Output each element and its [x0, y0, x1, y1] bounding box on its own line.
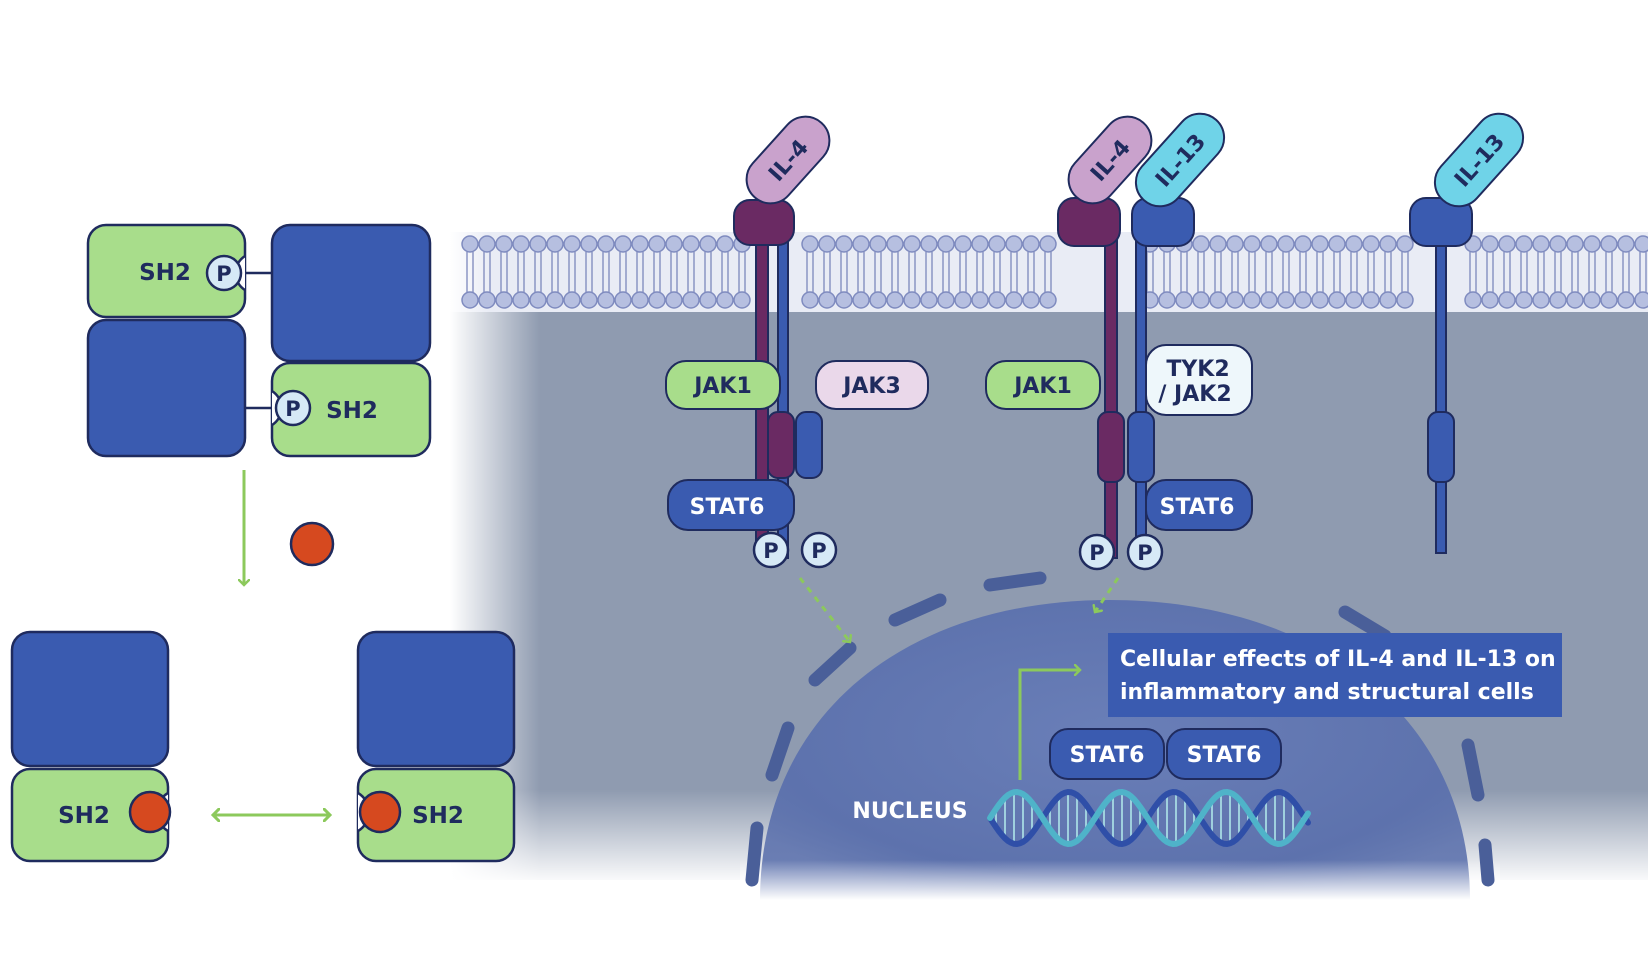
- il4-ligand: IL-4: [745, 115, 831, 205]
- activation-arrows: [798, 577, 1120, 642]
- sh2-label: SH2: [326, 398, 378, 424]
- inhibitor-molecule: [289, 521, 335, 567]
- phospho-site: [1126, 533, 1164, 571]
- phospho-label: P: [1089, 541, 1104, 565]
- il4r-alpha-chain: [1104, 227, 1118, 559]
- phospho-site: [752, 531, 790, 569]
- jak-binding-box: [1427, 411, 1455, 483]
- jak1-label: JAK1: [1012, 374, 1072, 399]
- receptor-il13ra2: IL-13: [1409, 112, 1525, 554]
- inhibitor-bound: [358, 790, 402, 834]
- stat6-box: [667, 479, 795, 531]
- effects-line2: inflammatory and structural cells: [1120, 680, 1534, 705]
- phospho-label: P: [1137, 541, 1152, 565]
- il4-ligand: IL-4: [1067, 115, 1153, 205]
- stat6-label: STAT6: [1070, 743, 1145, 768]
- receptor-complex-il4-il13ra1: IL-4 IL-13 JAK1 TYK2 / JAK2 STAT6 P P: [985, 112, 1253, 571]
- jak-binding-box: [1097, 411, 1125, 483]
- phospho-site: [274, 389, 312, 427]
- jak-binding-box: [767, 411, 795, 479]
- stat-domain: [86, 318, 247, 458]
- jak-binding-box: [795, 411, 823, 479]
- stat6-label: STAT6: [690, 495, 765, 520]
- il4r-alpha-head: [1057, 197, 1121, 247]
- nuclear-envelope: [745, 571, 1495, 887]
- stat6-box: [1145, 479, 1253, 531]
- stat-domain: [356, 630, 516, 768]
- il13r-alpha1-chain: [1135, 227, 1147, 559]
- stat6-box: [1049, 728, 1165, 780]
- sh2-label: SH2: [139, 260, 191, 286]
- jak3-box: [815, 360, 929, 410]
- lipid-bilayer: [461, 235, 1648, 309]
- effects-callout: Cellular effects of IL-4 and IL-13 on in…: [1018, 633, 1562, 780]
- phospho-label: P: [285, 397, 300, 421]
- il4r-alpha-head: [733, 199, 795, 246]
- jak1-box: [985, 360, 1101, 410]
- stat-domain: [10, 630, 170, 768]
- phospho-label: P: [216, 262, 231, 286]
- stat6-dimer: STAT6 STAT6: [1049, 728, 1282, 780]
- sh2-label: SH2: [412, 803, 464, 829]
- phospho-site: [800, 531, 838, 569]
- stat-domain: [270, 223, 432, 363]
- stat6-label: STAT6: [1187, 743, 1262, 768]
- il13r-alpha2-chain: [1435, 227, 1447, 554]
- stat6-label: STAT6: [1160, 495, 1235, 520]
- nucleus-label: NUCLEUS: [852, 799, 967, 824]
- jak3-label: JAK3: [841, 374, 901, 399]
- jak2-label: / JAK2: [1158, 382, 1231, 407]
- phospho-site: [1078, 533, 1116, 571]
- effects-box: [1108, 633, 1562, 717]
- effects-line1: Cellular effects of IL-4 and IL-13 on: [1120, 647, 1556, 672]
- phospho-site: [205, 254, 243, 292]
- tyk2-label: TYK2: [1166, 357, 1229, 382]
- phospho-label: P: [763, 539, 778, 563]
- jak1-label: JAK1: [692, 374, 752, 399]
- inhibitor-bound: [128, 790, 172, 834]
- sh2-mechanism-panel: SH2 SH2 P P SH2 SH2: [10, 223, 516, 863]
- dna-helix: [987, 788, 1311, 848]
- tyk2-jak2-box: [1145, 344, 1253, 416]
- il13-ligand: IL-13: [1433, 112, 1525, 208]
- stat6-box: [1166, 728, 1282, 780]
- jak-binding-box: [1127, 411, 1155, 483]
- phospho-label: P: [811, 539, 826, 563]
- sh2-label: SH2: [58, 803, 110, 829]
- receptor-complex-il4-gammac: IL-4 JAK1 JAK3 STAT6 P P: [665, 115, 929, 569]
- transcription-arrow: [1018, 670, 1080, 780]
- jak1-box: [665, 360, 781, 410]
